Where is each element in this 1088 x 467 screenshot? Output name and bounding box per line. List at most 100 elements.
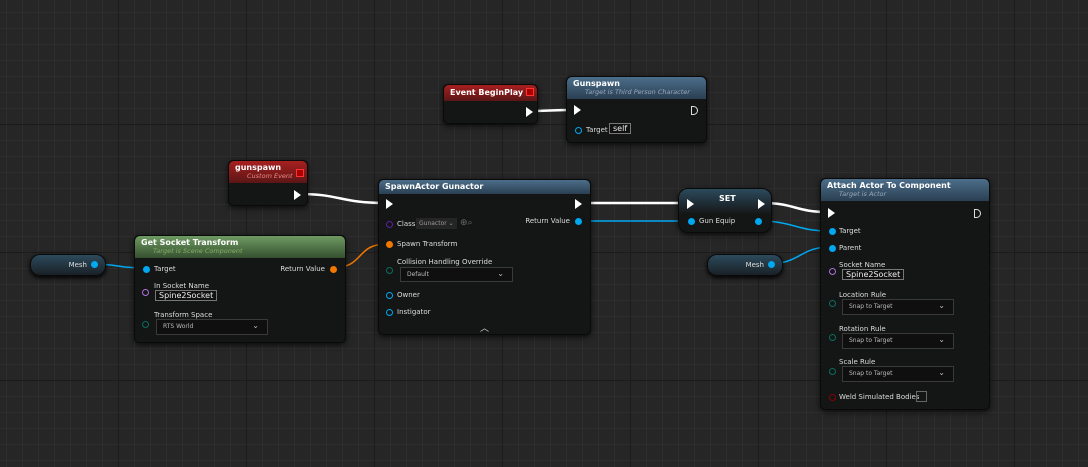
weld-pin[interactable] xyxy=(829,394,836,401)
socket-name-pin[interactable] xyxy=(142,289,149,296)
weld-label: Weld Simulated Bodies xyxy=(839,393,920,401)
node-title: Event BeginPlay xyxy=(450,88,524,97)
node-subtitle: Custom Event xyxy=(247,172,293,180)
exec-out-pin[interactable] xyxy=(575,199,582,209)
scale-rule-value: Snap to Target xyxy=(849,370,893,377)
scale-rule-pin[interactable] xyxy=(829,368,836,375)
socket-name-input[interactable]: Spine2Socket xyxy=(155,290,218,301)
exec-out-pin[interactable] xyxy=(758,199,765,209)
mesh-label: Mesh xyxy=(745,261,764,269)
exec-out-pin[interactable] xyxy=(294,190,301,200)
exec-in-pin[interactable] xyxy=(687,199,694,209)
node-title: SET xyxy=(719,194,736,203)
target-value-input[interactable]: self xyxy=(609,123,632,134)
collision-value: Default xyxy=(407,271,429,278)
return-value-pin[interactable] xyxy=(575,218,582,225)
rotation-rule-value: Snap to Target xyxy=(849,337,893,344)
rotation-rule-pin[interactable] xyxy=(829,334,836,341)
instigator-label: Instigator xyxy=(397,308,431,316)
gun-equip-in-pin[interactable] xyxy=(688,218,695,225)
exec-out-pin[interactable] xyxy=(526,107,533,117)
exec-out-pin[interactable] xyxy=(691,106,698,115)
target-label: Target xyxy=(586,126,608,134)
event-beginplay-node[interactable]: Event BeginPlay xyxy=(443,84,538,124)
scale-rule-dropdown[interactable]: Snap to Target ⌄ xyxy=(842,366,954,382)
node-title: Gunspawn xyxy=(573,79,620,88)
chevron-down-icon: ⌄ xyxy=(938,301,945,310)
class-pin[interactable] xyxy=(386,221,393,228)
mesh-out-pin[interactable] xyxy=(768,261,775,268)
socket-name-label: Socket Name xyxy=(839,261,886,269)
chevron-down-icon: ⌄ xyxy=(938,335,945,344)
instigator-pin[interactable] xyxy=(386,309,393,316)
socket-name-input[interactable]: Spine2Socket xyxy=(842,269,905,280)
rotation-rule-dropdown[interactable]: Snap to Target ⌄ xyxy=(842,333,954,349)
exec-wire-custom-spawn xyxy=(299,192,387,205)
node-title: SpawnActor Gunactor xyxy=(385,182,484,191)
node-title: gunspawn xyxy=(235,163,282,172)
target-pin[interactable] xyxy=(829,228,836,235)
parent-label: Parent xyxy=(839,244,862,252)
target-pin[interactable] xyxy=(575,127,582,134)
spawnactor-node[interactable]: SpawnActor Gunactor Class Gunactor ⌄ ⊕⌕ … xyxy=(378,179,591,335)
socket-name-label: In Socket Name xyxy=(154,282,210,290)
transform-space-value: RTS World xyxy=(163,323,194,330)
exec-in-pin[interactable] xyxy=(386,199,393,209)
transform-space-pin[interactable] xyxy=(142,321,149,328)
return-value-label: Return Value xyxy=(525,217,570,225)
node-title: Get Socket Transform xyxy=(141,238,239,247)
scale-rule-label: Scale Rule xyxy=(839,358,876,366)
browse-icon[interactable]: ⊕⌕ xyxy=(460,218,473,228)
delegate-pin[interactable] xyxy=(296,169,304,177)
node-subtitle: Target is Third Person Character xyxy=(585,88,690,96)
location-rule-pin[interactable] xyxy=(829,300,836,307)
location-rule-value: Snap to Target xyxy=(849,303,893,310)
spawn-transform-pin[interactable] xyxy=(386,241,393,248)
socket-name-pin[interactable] xyxy=(829,268,836,275)
owner-pin[interactable] xyxy=(386,292,393,299)
gun-equip-out-pin[interactable] xyxy=(755,218,762,225)
exec-in-pin[interactable] xyxy=(828,208,835,218)
transform-space-label: Transform Space xyxy=(154,311,213,319)
target-label: Target xyxy=(839,227,861,235)
spawn-transform-label: Spawn Transform xyxy=(397,240,458,248)
mesh-variable-left[interactable]: Mesh xyxy=(30,254,106,276)
mesh-variable-right[interactable]: Mesh xyxy=(707,254,783,276)
owner-label: Owner xyxy=(397,291,420,299)
return-value-pin[interactable] xyxy=(330,266,337,273)
collision-dropdown[interactable]: Default ⌄ xyxy=(400,267,513,282)
weld-checkbox[interactable] xyxy=(916,391,927,402)
node-subtitle: Target is Scene Component xyxy=(153,247,243,255)
class-value: Gunactor xyxy=(419,220,447,227)
exec-in-pin[interactable] xyxy=(574,105,581,115)
chevron-down-icon: ⌄ xyxy=(938,368,945,377)
target-label: Target xyxy=(154,265,176,273)
node-subtitle: Target is Actor xyxy=(839,190,887,198)
return-value-label: Return Value xyxy=(280,265,325,273)
parent-pin[interactable] xyxy=(829,245,836,252)
collision-label: Collision Handling Override xyxy=(397,258,493,266)
location-rule-label: Location Rule xyxy=(839,291,887,299)
set-node[interactable]: SET Gun Equip xyxy=(678,188,772,233)
gun-equip-label: Gun Equip xyxy=(699,217,736,225)
chevron-down-icon: ⌄ xyxy=(497,269,504,278)
collapse-chevron-icon[interactable]: ︿ xyxy=(480,324,490,334)
location-rule-dropdown[interactable]: Snap to Target ⌄ xyxy=(842,299,954,315)
collision-pin[interactable] xyxy=(386,267,393,274)
rotation-rule-label: Rotation Rule xyxy=(839,325,886,333)
delegate-pin[interactable] xyxy=(526,88,534,96)
class-dropdown[interactable]: Gunactor ⌄ xyxy=(416,218,457,229)
transform-space-dropdown[interactable]: RTS World ⌄ xyxy=(156,319,268,335)
chevron-down-icon: ⌄ xyxy=(252,321,259,330)
mesh-label: Mesh xyxy=(68,261,87,269)
mesh-out-pin[interactable] xyxy=(91,261,98,268)
exec-out-pin[interactable] xyxy=(974,209,981,218)
target-pin[interactable] xyxy=(143,266,150,273)
class-label: Class xyxy=(397,220,416,228)
node-title: Attach Actor To Component xyxy=(827,181,951,190)
